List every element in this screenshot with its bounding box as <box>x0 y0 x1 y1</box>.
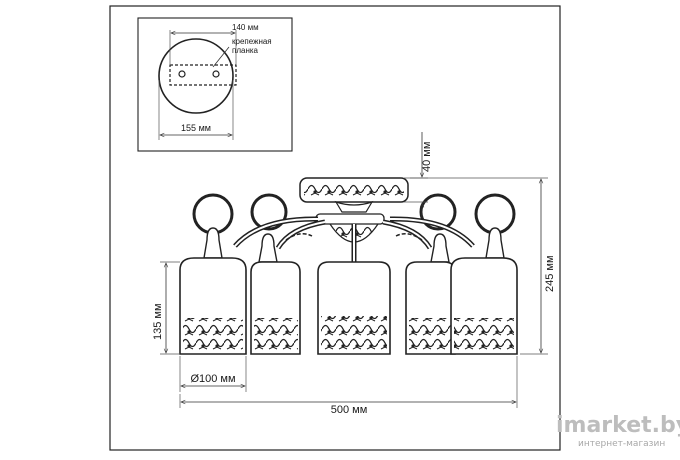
base-diameter-label: 155 мм <box>181 123 211 133</box>
shade-height-dimension: 135 мм <box>152 261 180 355</box>
shade-diameter-dimension: Ø100 мм <box>179 356 247 392</box>
arm-highlight <box>389 217 474 247</box>
arm-highlight <box>382 221 431 249</box>
inset-frame <box>137 17 293 152</box>
watermark: imarket.by интернет-магазин <box>556 413 680 449</box>
arm-highlight <box>234 217 319 247</box>
shade-lace-pattern <box>183 318 243 352</box>
arm <box>382 219 433 250</box>
plate-caption-line2: планка <box>232 46 259 55</box>
mounting-plate <box>169 64 237 86</box>
shade-lace-pattern <box>454 318 514 352</box>
total-width-dimension: 500 мм <box>179 356 518 416</box>
scroll-loop-inner <box>479 198 511 230</box>
glass-shade <box>317 261 391 355</box>
lamp-socket <box>430 233 450 263</box>
scroll-loop-inner <box>197 198 229 230</box>
total-width-label: 500 мм <box>331 404 368 416</box>
glass-shade <box>179 257 247 355</box>
canopy-height-label: 40 мм <box>421 142 433 172</box>
canopy-height-dimension: 40 мм <box>404 132 433 218</box>
chain-decoration <box>395 233 423 241</box>
plate-caption-line1: крепежная <box>232 37 272 46</box>
watermark-tagline: интернет-магазин <box>578 439 665 449</box>
glass-shade <box>250 261 301 355</box>
lamp-socket <box>485 227 505 259</box>
screw-hole <box>178 70 186 78</box>
total-height-label: 245 мм <box>544 255 556 292</box>
leader-line <box>212 46 230 68</box>
chandelier <box>179 177 518 355</box>
outer-frame <box>109 5 561 451</box>
mounting-base-circle <box>158 38 234 114</box>
shade-diameter-label: Ø100 мм <box>190 373 235 385</box>
total-height-dimension: 245 мм <box>410 177 556 355</box>
glass-shade <box>405 261 456 355</box>
canopy-ornament <box>304 184 404 196</box>
scroll-loop <box>250 193 288 231</box>
arm-highlight <box>277 221 326 249</box>
shade-lace-pattern <box>254 318 298 352</box>
arm <box>275 219 326 250</box>
shade-lace-pattern <box>321 316 387 352</box>
watermark-brand: imarket.by <box>556 413 680 438</box>
lamp-socket <box>203 227 223 259</box>
mount-detail-inset: 140 мм крепежная планка 155 мм <box>137 17 293 152</box>
shade-lace-pattern <box>409 318 453 352</box>
chain-decoration <box>285 233 313 241</box>
stem-collar <box>334 200 374 213</box>
screw-hole <box>212 70 220 78</box>
lamp-socket <box>258 233 278 263</box>
shade-height-label: 135 мм <box>152 303 164 340</box>
plate-length-label: 140 мм <box>232 23 259 32</box>
glass-shade <box>450 257 518 355</box>
central-hub <box>315 213 385 225</box>
scroll-loop <box>419 193 457 231</box>
